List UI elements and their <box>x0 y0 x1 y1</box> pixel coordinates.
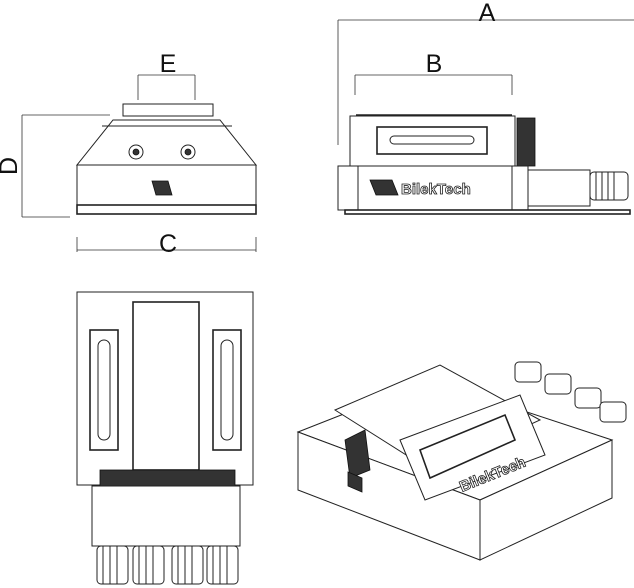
drive-extension <box>527 169 591 207</box>
iso-gear <box>344 429 371 479</box>
dimension-c-line <box>76 237 257 252</box>
front-base <box>76 204 257 215</box>
iso-side-face <box>479 439 613 561</box>
iso-window-panel <box>399 394 546 501</box>
dimension-e-line <box>137 74 196 100</box>
iso-hopper <box>333 364 542 471</box>
motor-row <box>96 545 239 585</box>
side-view: A B BilekTech <box>337 0 634 215</box>
inspection-window <box>376 126 488 155</box>
dimension-d-label: D <box>0 157 23 175</box>
iso-motor-1 <box>514 361 542 383</box>
motor-fins <box>102 546 228 584</box>
side-motor <box>589 171 629 201</box>
top-left-window <box>89 329 119 451</box>
window-slot <box>97 339 111 441</box>
isometric-view: BilekTech <box>296 361 627 561</box>
window-slot <box>220 339 234 441</box>
iso-window <box>418 413 517 480</box>
iso-motor-4 <box>599 401 627 423</box>
motor-1 <box>96 545 129 585</box>
flange-left <box>128 144 144 160</box>
logo-mark-front <box>151 180 173 196</box>
flange-right <box>180 144 196 160</box>
dimension-a-line <box>337 19 634 145</box>
iso-motor-3 <box>574 387 602 409</box>
front-view: D E C <box>0 50 258 258</box>
dimension-b-label: B <box>426 50 443 78</box>
top-view <box>76 291 254 585</box>
dimension-a-label: A <box>479 0 496 27</box>
motor-fins <box>595 172 615 200</box>
top-right-window <box>212 329 242 451</box>
gear-drive <box>516 117 536 167</box>
motor-3 <box>171 545 204 585</box>
iso-logo-mark <box>347 471 363 493</box>
side-base <box>344 209 631 215</box>
dimension-c-label: C <box>159 230 177 258</box>
iso-motors <box>514 361 627 423</box>
window-slot <box>389 135 475 145</box>
dimension-d-line <box>21 114 110 218</box>
motor-4 <box>206 545 239 585</box>
hopper-inlet <box>122 103 214 117</box>
logo-mark-side <box>369 179 399 196</box>
gear-train <box>99 469 236 487</box>
dimension-b-line <box>354 74 513 95</box>
motor-2 <box>132 545 165 585</box>
hopper <box>75 119 258 166</box>
logo-text-side: BilekTech <box>401 181 471 198</box>
top-drive-box <box>91 485 241 547</box>
dimension-e-label: E <box>160 50 177 78</box>
iso-motor-2 <box>544 373 572 395</box>
